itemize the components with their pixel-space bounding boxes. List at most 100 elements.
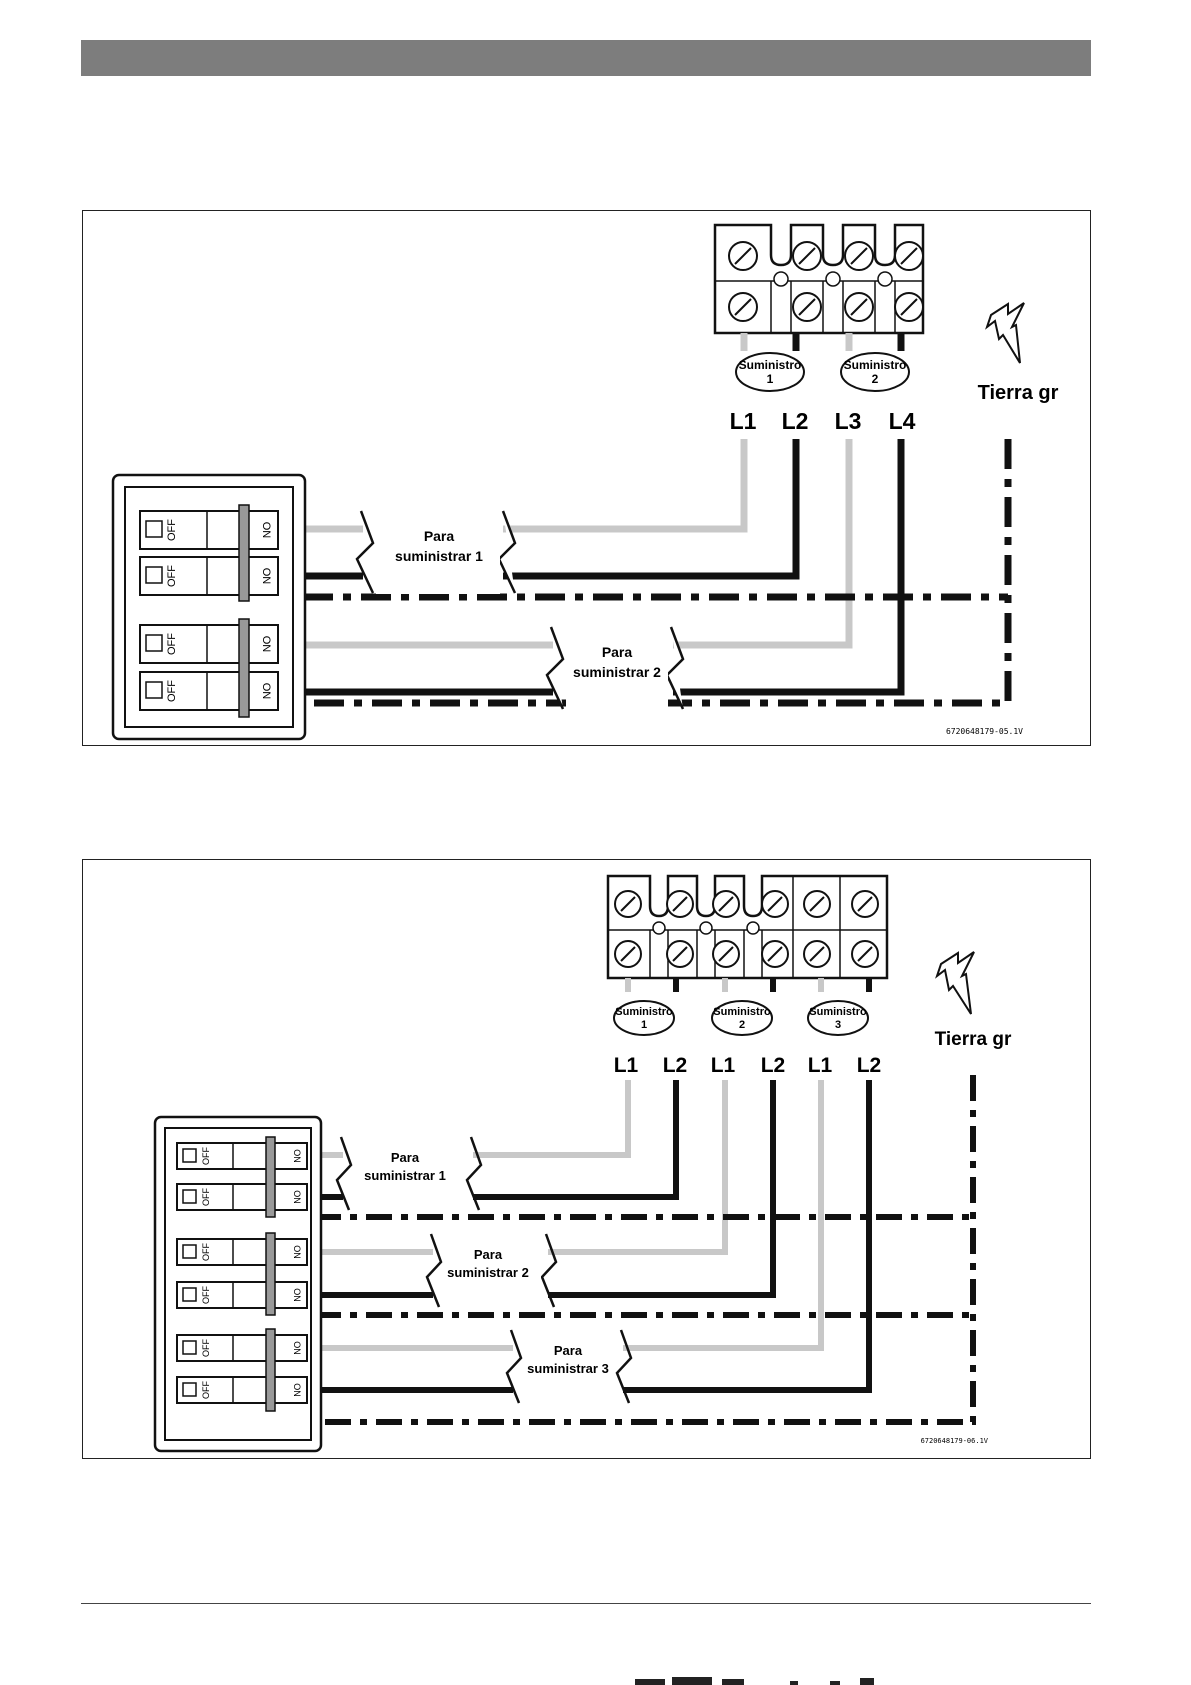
breaker-switch[interactable]: OFF ON bbox=[176, 1142, 308, 1170]
wire-supply1-l1 bbox=[473, 1080, 631, 1158]
terminal-block bbox=[713, 223, 925, 335]
feed-label: suministrar 1 bbox=[395, 548, 483, 564]
image-code: 6720648179-06.1V bbox=[921, 1437, 989, 1445]
terminal-label: L2 bbox=[761, 1054, 786, 1077]
breaker-tie-bar[interactable] bbox=[265, 1232, 276, 1316]
terminal-label: L4 bbox=[889, 408, 916, 434]
feed-label: Para bbox=[602, 644, 633, 660]
ground-label: Tierra gr bbox=[935, 1029, 1012, 1050]
feed-label: suministrar 1 bbox=[364, 1168, 446, 1183]
svg-text:2: 2 bbox=[739, 1019, 745, 1031]
svg-text:ON: ON bbox=[292, 1341, 302, 1355]
image-code: 6720648179-05.1V bbox=[946, 727, 1023, 736]
svg-text:OFF: OFF bbox=[201, 1147, 211, 1165]
terminal-label: L2 bbox=[663, 1054, 688, 1077]
cable-break-mark bbox=[465, 1136, 483, 1211]
breaker-switch[interactable]: OFF ON bbox=[139, 671, 279, 711]
svg-text:ON: ON bbox=[260, 522, 272, 539]
wiring-diagram-two-supplies: Suministro 1 Suministro 2 L1 L2 L3 L4 Ti… bbox=[82, 210, 1091, 746]
supply-badge: Suministro 1 bbox=[613, 1000, 675, 1036]
terminal-label: L1 bbox=[614, 1054, 639, 1077]
terminal-label: L1 bbox=[730, 408, 757, 434]
svg-text:Suministro: Suministro bbox=[809, 1006, 867, 1018]
svg-text:2: 2 bbox=[872, 372, 879, 386]
breaker-switch[interactable]: OFF ON bbox=[176, 1238, 308, 1266]
svg-text:ON: ON bbox=[292, 1190, 302, 1204]
terminal-label: L1 bbox=[711, 1054, 736, 1077]
svg-text:ON: ON bbox=[260, 568, 272, 585]
cable-break-mark bbox=[545, 626, 565, 710]
wire-supply3-l1 bbox=[623, 1080, 824, 1351]
wire-supply3-l2 bbox=[623, 1080, 872, 1393]
breaker-switch[interactable]: OFF ON bbox=[176, 1183, 308, 1211]
feed-label: suministrar 2 bbox=[447, 1265, 529, 1280]
feed-label: Para bbox=[474, 1247, 503, 1262]
svg-text:ON: ON bbox=[260, 683, 272, 700]
wire-upper bbox=[740, 333, 905, 351]
svg-text:OFF: OFF bbox=[201, 1381, 211, 1399]
wire-supply1-l1 bbox=[503, 439, 748, 533]
breaker-tie-bar[interactable] bbox=[238, 618, 250, 718]
supply-badge: Suministro 3 bbox=[807, 1000, 869, 1036]
cable-break-mark bbox=[497, 510, 517, 594]
svg-text:ON: ON bbox=[260, 636, 272, 653]
footer-marks bbox=[635, 1677, 874, 1685]
feed-label: Para bbox=[424, 528, 455, 544]
wire-supply2-l1 bbox=[548, 1080, 728, 1255]
svg-text:OFF: OFF bbox=[201, 1286, 211, 1304]
terminal-label: L3 bbox=[835, 408, 862, 434]
svg-text:ON: ON bbox=[292, 1288, 302, 1302]
wire-supply1-l2 bbox=[503, 439, 800, 580]
svg-text:ON: ON bbox=[292, 1245, 302, 1259]
breaker-tie-bar[interactable] bbox=[238, 504, 250, 602]
breaker-switch[interactable]: OFF ON bbox=[139, 624, 279, 664]
feed-label: suministrar 3 bbox=[527, 1361, 609, 1376]
svg-text:OFF: OFF bbox=[166, 680, 178, 702]
ground-wire bbox=[303, 439, 1012, 707]
svg-text:3: 3 bbox=[835, 1019, 841, 1031]
svg-text:OFF: OFF bbox=[201, 1188, 211, 1206]
supply-badge: Suministro 2 bbox=[711, 1000, 773, 1036]
svg-text:OFF: OFF bbox=[166, 633, 178, 655]
ground-wire bbox=[315, 1075, 976, 1425]
lightning-icon bbox=[935, 951, 975, 1015]
breaker-switch[interactable]: OFF ON bbox=[139, 510, 279, 550]
breaker-switch[interactable]: OFF ON bbox=[176, 1376, 308, 1404]
lightning-icon bbox=[985, 302, 1025, 364]
wire-supply1-l2 bbox=[473, 1080, 679, 1200]
svg-text:ON: ON bbox=[292, 1383, 302, 1397]
svg-text:OFF: OFF bbox=[201, 1243, 211, 1261]
footer-rule bbox=[81, 1603, 1091, 1604]
svg-text:ON: ON bbox=[292, 1149, 302, 1163]
cable-break-mark bbox=[540, 1233, 558, 1308]
supply-badge: Suministro 2 bbox=[840, 352, 910, 392]
feed-label: suministrar 2 bbox=[573, 664, 661, 680]
feed-label: Para bbox=[554, 1343, 583, 1358]
supply-badge: Suministro 1 bbox=[735, 352, 805, 392]
wire-supply2-l3 bbox=[673, 439, 853, 649]
wire-supply2-l4 bbox=[673, 439, 905, 696]
wiring-diagram-three-supplies: Suministro 1 Suministro 2 Suministro 3 L… bbox=[82, 859, 1091, 1459]
svg-text:OFF: OFF bbox=[166, 519, 178, 541]
cable-break-mark bbox=[615, 1329, 633, 1404]
breaker-switch[interactable]: OFF ON bbox=[176, 1334, 308, 1362]
cable-break-mark bbox=[355, 510, 375, 594]
cable-break-mark bbox=[665, 626, 685, 710]
terminal-block bbox=[606, 874, 889, 980]
feed-label: Para bbox=[391, 1150, 420, 1165]
svg-text:OFF: OFF bbox=[166, 565, 178, 587]
breaker-switch[interactable]: OFF ON bbox=[176, 1281, 308, 1309]
svg-text:Suministro: Suministro bbox=[615, 1006, 673, 1018]
cable-break-mark bbox=[425, 1233, 443, 1308]
breaker-tie-bar[interactable] bbox=[265, 1136, 276, 1218]
breaker-switch[interactable]: OFF ON bbox=[139, 556, 279, 596]
svg-text:Suministro: Suministro bbox=[739, 358, 802, 372]
wire-supply2-l2 bbox=[548, 1080, 776, 1298]
terminal-label: L1 bbox=[808, 1054, 833, 1077]
header-bar bbox=[81, 40, 1091, 76]
terminal-label: L2 bbox=[782, 408, 809, 434]
cable-break-mark bbox=[335, 1136, 353, 1211]
terminal-label: L2 bbox=[857, 1054, 882, 1077]
breaker-tie-bar[interactable] bbox=[265, 1328, 276, 1412]
svg-text:1: 1 bbox=[641, 1019, 647, 1031]
